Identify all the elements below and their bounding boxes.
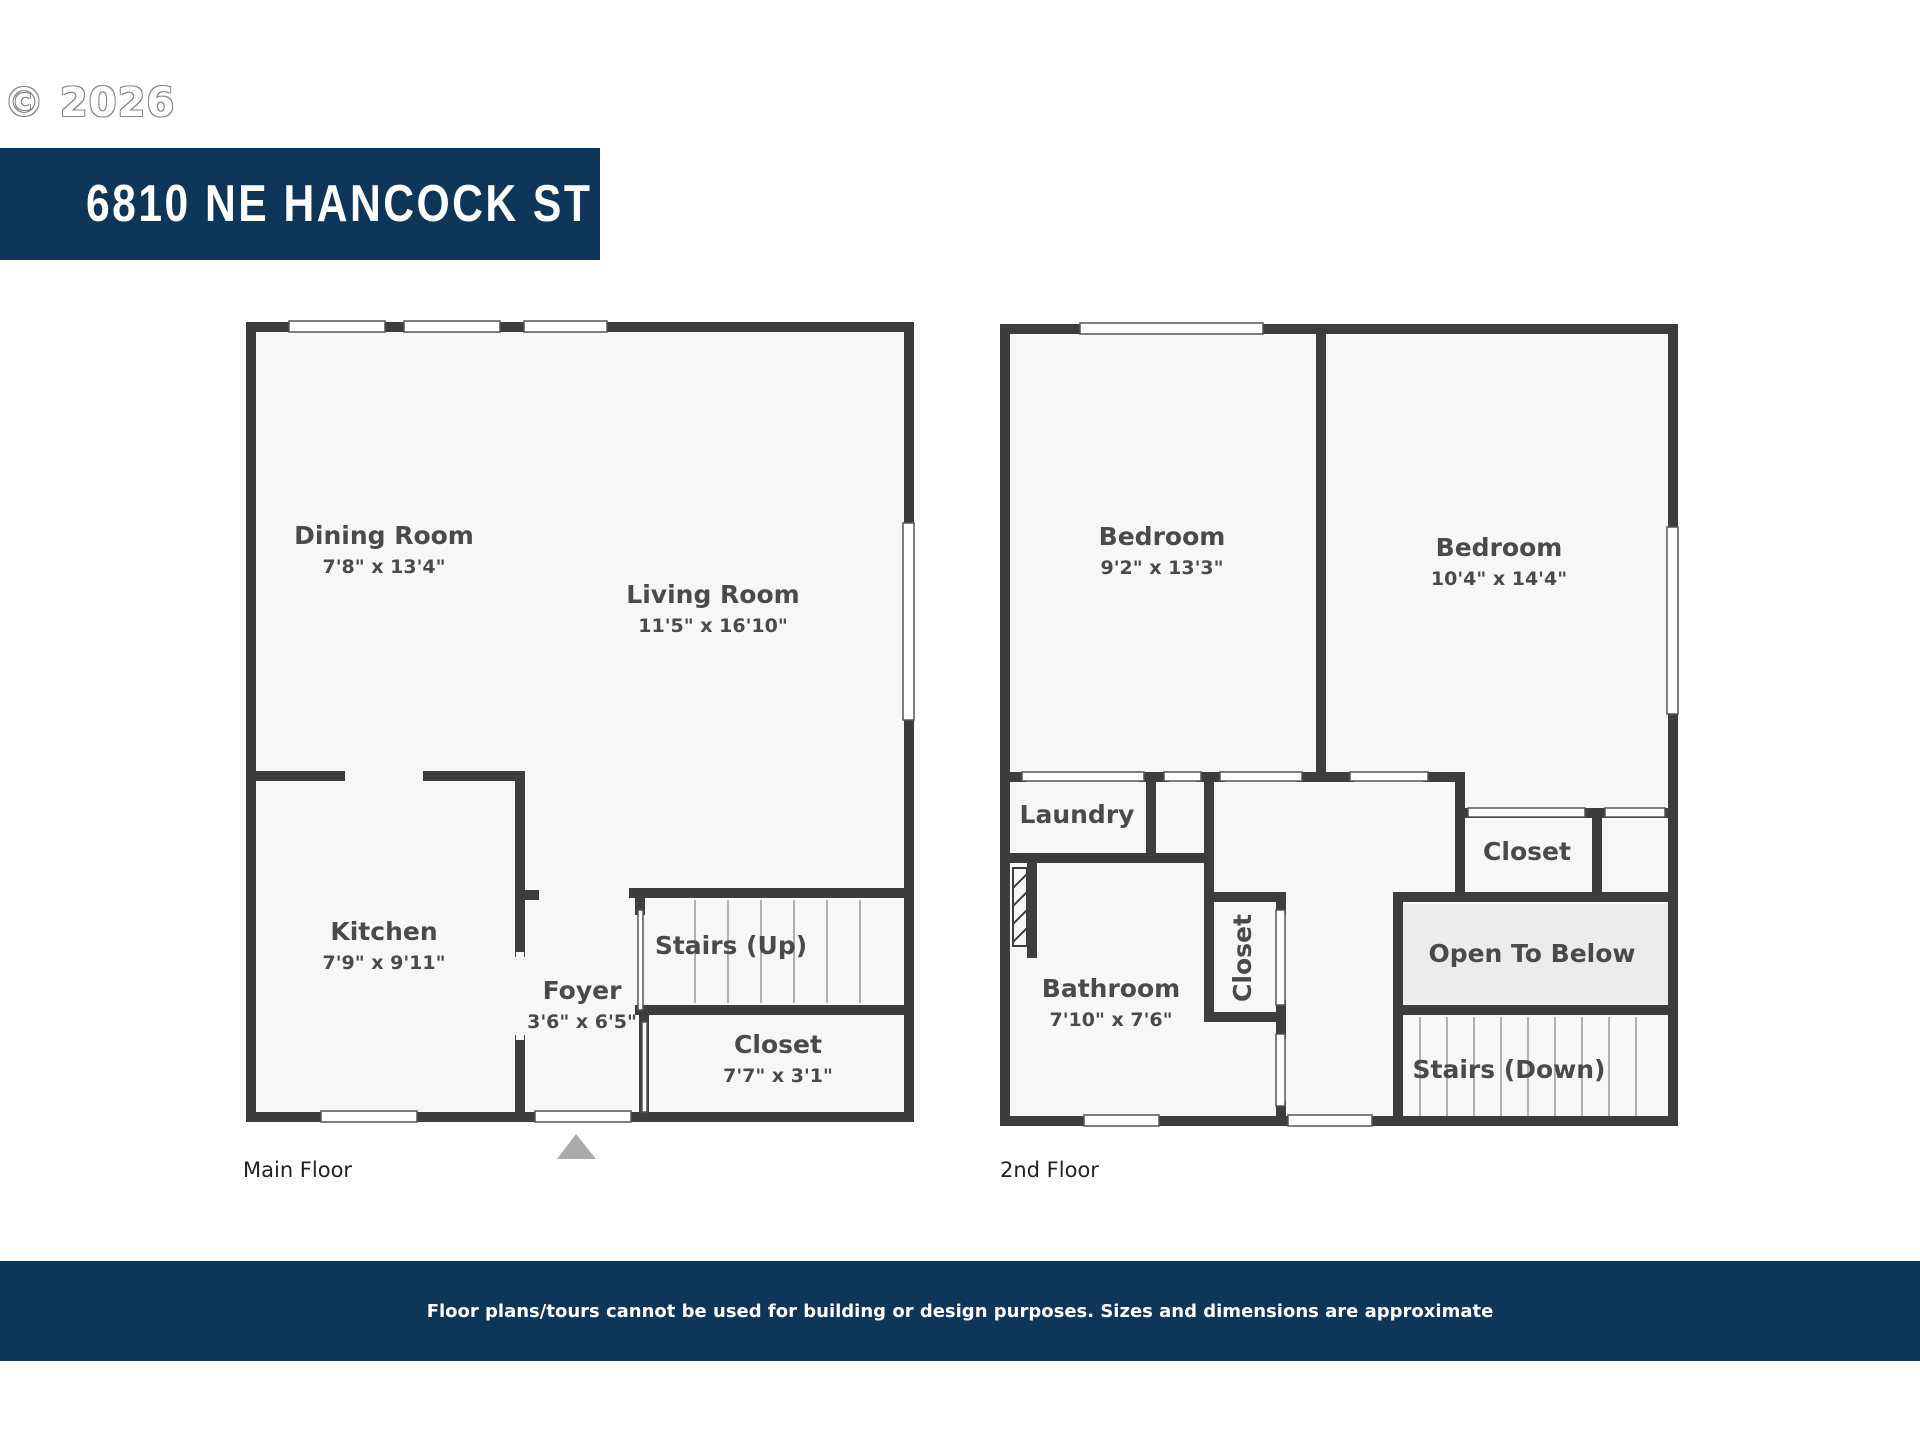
dining-room-dims: 7'8" x 13'4" bbox=[322, 556, 445, 578]
second-floor-windows bbox=[1021, 322, 1679, 1127]
foyer-dims: 3'6" x 6'5" bbox=[527, 1011, 637, 1033]
window bbox=[1083, 1114, 1160, 1127]
window bbox=[523, 320, 608, 333]
opening bbox=[1349, 771, 1429, 782]
living-room-name: Living Room bbox=[626, 580, 799, 609]
opening bbox=[1163, 771, 1202, 782]
opening bbox=[1275, 909, 1286, 1006]
second-floor-plan: Bedroom 9'2" x 13'3" Bedroom 10'4" x 14'… bbox=[1000, 322, 1679, 1127]
window bbox=[320, 1110, 418, 1123]
bedroom-2-name: Bedroom bbox=[1436, 533, 1563, 562]
entry-door bbox=[534, 1110, 632, 1123]
second-floor-label: 2nd Floor bbox=[1000, 1158, 1099, 1182]
entry-arrow-icon bbox=[557, 1134, 596, 1159]
opening bbox=[516, 952, 524, 1040]
laundry-name: Laundry bbox=[1020, 800, 1135, 829]
main-closet-name: Closet bbox=[734, 1030, 822, 1059]
bedroom-1-name: Bedroom bbox=[1099, 522, 1226, 551]
main-floor-plan: Dining Room 7'8" x 13'4" Living Room 11'… bbox=[246, 320, 915, 1159]
stairs-down-name: Stairs (Down) bbox=[1413, 1055, 1606, 1084]
main-closet-dims: 7'7" x 3'1" bbox=[723, 1065, 833, 1087]
bathroom-name: Bathroom bbox=[1042, 974, 1180, 1003]
living-room-dims: 11'5" x 16'10" bbox=[638, 615, 787, 637]
closet-1-name: Closet bbox=[1228, 914, 1257, 1002]
window bbox=[288, 320, 386, 333]
footer-banner: Floor plans/tours cannot be used for bui… bbox=[0, 1261, 1920, 1361]
bedroom-2-dims: 10'4" x 14'4" bbox=[1431, 568, 1567, 590]
window bbox=[403, 320, 501, 333]
title-banner: 6810 NE HANCOCK ST bbox=[0, 148, 600, 260]
main-floor-area bbox=[246, 322, 914, 1122]
opening bbox=[1275, 1033, 1286, 1107]
bathroom-dims: 7'10" x 7'6" bbox=[1049, 1009, 1172, 1031]
hatch-pattern bbox=[1012, 867, 1028, 947]
opening bbox=[637, 909, 644, 1011]
main-floor-label: Main Floor bbox=[243, 1158, 353, 1182]
foyer-name: Foyer bbox=[543, 976, 622, 1005]
open-to-below-name: Open To Below bbox=[1428, 939, 1635, 968]
opening bbox=[1467, 807, 1586, 818]
opening bbox=[1021, 771, 1145, 782]
kitchen-dims: 7'9" x 9'11" bbox=[322, 952, 445, 974]
window bbox=[1287, 1114, 1373, 1127]
bedroom-1-dims: 9'2" x 13'3" bbox=[1100, 557, 1223, 579]
stairs-up-treads bbox=[694, 900, 861, 1003]
opening bbox=[1604, 807, 1666, 818]
main-floor-windows bbox=[288, 320, 915, 1123]
stairs-up-name: Stairs (Up) bbox=[655, 931, 807, 960]
property-address: 6810 NE HANCOCK ST bbox=[86, 175, 593, 233]
window bbox=[902, 522, 915, 721]
disclaimer-text: Floor plans/tours cannot be used for bui… bbox=[426, 1300, 1494, 1322]
dining-room-name: Dining Room bbox=[294, 521, 474, 550]
copyright-watermark: © 2026 bbox=[4, 80, 176, 126]
opening bbox=[1219, 771, 1303, 782]
window bbox=[1666, 526, 1679, 715]
closet-2-name: Closet bbox=[1483, 837, 1571, 866]
window bbox=[1079, 322, 1264, 335]
kitchen-name: Kitchen bbox=[330, 917, 437, 946]
stairs-down-treads bbox=[1419, 1017, 1637, 1116]
opening bbox=[641, 1021, 648, 1113]
open-to-below-area bbox=[1398, 904, 1668, 1004]
